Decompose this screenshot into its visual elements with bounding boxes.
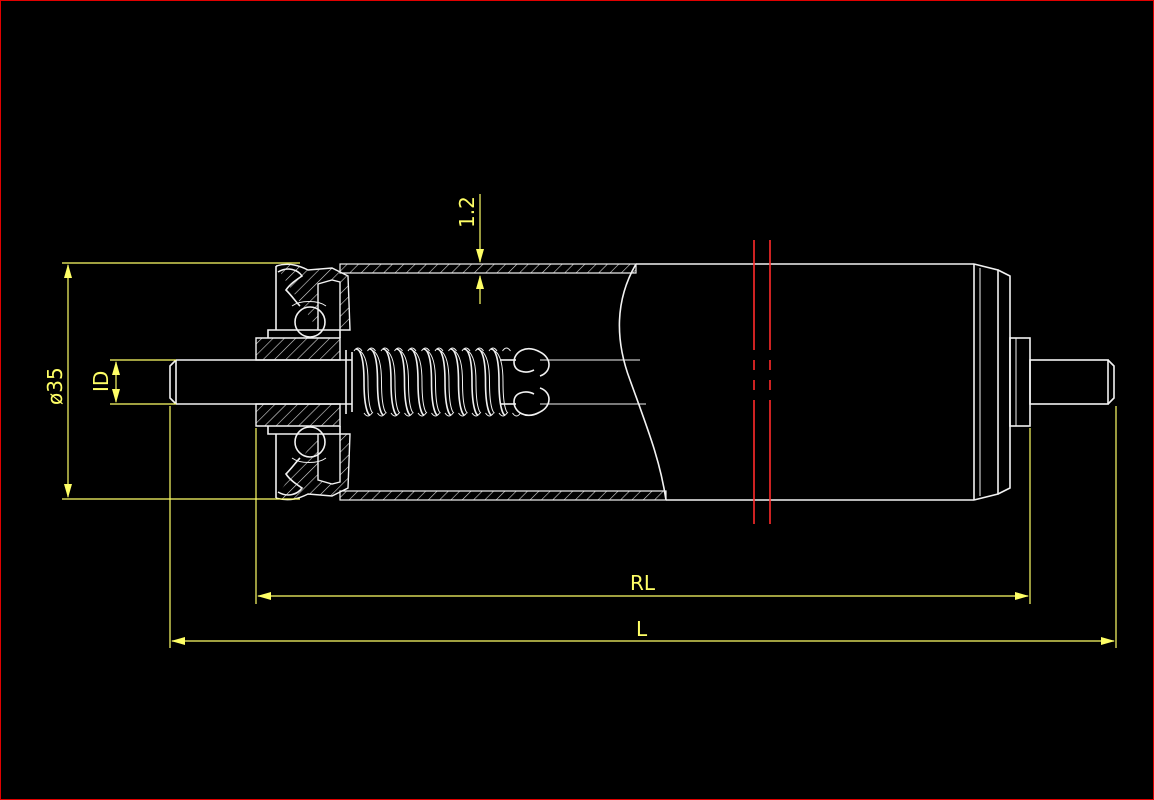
- roller-length-label: RL: [630, 571, 656, 595]
- spring-coil-cap: [485, 412, 494, 417]
- overall-length-dimension: L: [169, 406, 1117, 648]
- spring-coil-cap: [512, 412, 521, 417]
- spring-coil-cap: [475, 347, 484, 352]
- diameter-dimension: ø35: [43, 262, 300, 500]
- spring-coil-cap: [394, 347, 403, 352]
- spring-coil-inner: [481, 350, 495, 414]
- spring-coil-cap: [377, 412, 386, 417]
- spring-coil-inner: [359, 350, 374, 414]
- spring-coil-inner: [494, 350, 509, 414]
- spring-coil: [382, 348, 398, 416]
- spring-coil-cap: [363, 412, 373, 417]
- break-lines: [753, 240, 771, 524]
- spring-coil-cap: [471, 412, 481, 417]
- spring-coil-inner: [440, 350, 455, 414]
- diameter-label: ø35: [43, 367, 67, 405]
- spring-coil-cap: [380, 347, 390, 352]
- spring-coil: [423, 348, 438, 416]
- spring-coil-cap: [461, 347, 471, 352]
- wall-thickness-dimension: 1.2: [455, 194, 484, 304]
- spring-coil-inner: [467, 350, 482, 414]
- spring-coil-inner: [386, 350, 401, 414]
- spring-coil-cap: [502, 347, 511, 352]
- inner-diameter-label: ID: [89, 371, 113, 392]
- bearing-housing: [255, 263, 351, 501]
- spring-coil: [490, 348, 506, 416]
- spring-coil-cap: [417, 412, 427, 417]
- spring-coil-cap: [434, 347, 444, 352]
- spring-coil-cap: [498, 412, 508, 417]
- roller-tube: [339, 263, 1011, 501]
- spring-coil: [355, 348, 371, 416]
- spring-coil: [477, 348, 492, 416]
- overall-length-label: L: [636, 617, 648, 641]
- inner-diameter-dimension: ID: [89, 359, 176, 405]
- wall-thickness-label: 1.2: [455, 196, 479, 228]
- spring-coil: [450, 348, 465, 416]
- spring-coil: [369, 348, 384, 416]
- spring-coil-cap: [353, 347, 363, 352]
- spring-clip: [500, 347, 550, 417]
- bearing-balls: [291, 301, 327, 463]
- spring-coil: [396, 348, 411, 416]
- spring-coil-cap: [444, 412, 454, 417]
- spring-coil-inner: [373, 350, 387, 414]
- spring-coil-inner: [413, 350, 428, 414]
- spring-coil-cap: [448, 347, 457, 352]
- spring-coil-cap: [458, 412, 467, 417]
- spring-coil-cap: [404, 412, 413, 417]
- spring-coil-cap: [431, 412, 440, 417]
- spring-coil: [463, 348, 479, 416]
- spring-coil-inner: [454, 350, 468, 414]
- spring-coil-inner: [400, 350, 414, 414]
- spring-coil-cap: [390, 412, 400, 417]
- roller-length-dimension: RL: [255, 428, 1031, 604]
- spring-coil-inner: [427, 350, 441, 414]
- spring: [345, 347, 521, 417]
- spring-coil-cap: [488, 347, 498, 352]
- spring-coil: [436, 348, 452, 416]
- spring-coil-cap: [367, 347, 376, 352]
- spring-coil-cap: [421, 347, 430, 352]
- spring-coil-cap: [407, 347, 417, 352]
- spring-coil: [409, 348, 425, 416]
- right-shaft-assembly: [1009, 337, 1115, 427]
